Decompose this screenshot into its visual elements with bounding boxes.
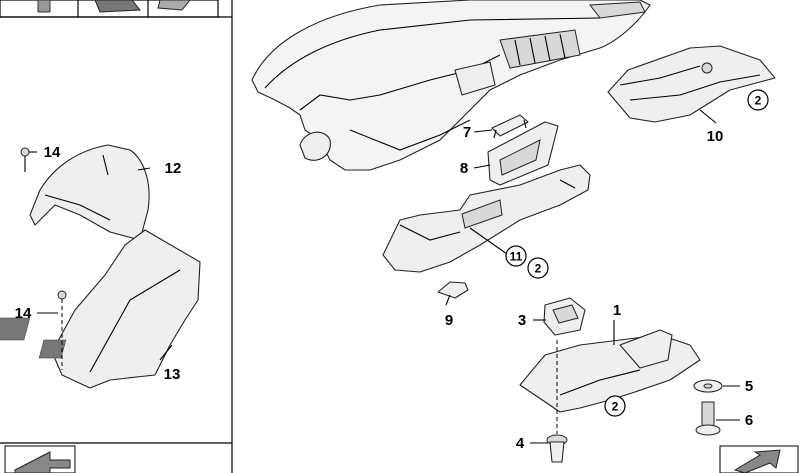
thumbnail-strip <box>0 0 219 18</box>
part-3-holder <box>543 297 586 336</box>
part-4-rivet <box>546 340 568 463</box>
callout-2c: 2 <box>612 400 619 414</box>
diagram-frame <box>0 0 233 473</box>
circled-ref-2c: 2 <box>604 395 626 417</box>
thumbnail-clip <box>94 0 142 13</box>
part-13-lower-shroud <box>0 229 201 389</box>
prev-arrow-icon[interactable] <box>4 445 76 473</box>
next-arrow-icon[interactable] <box>719 445 799 473</box>
circled-ref-11: 11 <box>505 245 527 267</box>
callout-8: 8 <box>460 160 468 177</box>
part-5-washer <box>693 379 723 393</box>
part-dashboard-carrier <box>251 0 651 171</box>
thumbnail-screw <box>37 0 51 13</box>
callout-9: 9 <box>445 312 453 329</box>
part-8-trim-frame <box>487 121 559 186</box>
callout-13: 13 <box>164 366 181 383</box>
circled-ref-2b: 2 <box>527 257 549 279</box>
part-9-holder <box>437 281 469 299</box>
callout-11: 11 <box>510 250 523 264</box>
part-1-bracket <box>519 329 701 413</box>
callout-5: 5 <box>745 378 753 395</box>
callout-2a: 2 <box>755 94 762 108</box>
callout-10: 10 <box>707 128 724 145</box>
callout-12: 12 <box>165 160 182 177</box>
leader-lines <box>29 109 740 444</box>
callout-6: 6 <box>745 412 753 429</box>
callout-7: 7 <box>463 124 471 141</box>
callout-4: 4 <box>516 435 525 452</box>
callout-3: 3 <box>518 312 526 329</box>
callout-14a: 14 <box>44 144 61 161</box>
thumbnail-bracket <box>157 0 191 11</box>
part-7-clip <box>491 114 529 139</box>
callout-2b: 2 <box>535 262 542 276</box>
circled-ref-2a: 2 <box>747 89 769 111</box>
part-6-bolt <box>695 401 721 436</box>
callout-14b: 14 <box>15 305 32 322</box>
part-11-lower-trim <box>382 164 591 273</box>
part-14-screw-lower <box>57 290 67 370</box>
part-12-upper-shroud <box>29 144 150 241</box>
callout-1: 1 <box>613 302 621 319</box>
part-10-lower-cover <box>607 45 776 123</box>
part-14-screw-upper <box>20 147 30 172</box>
